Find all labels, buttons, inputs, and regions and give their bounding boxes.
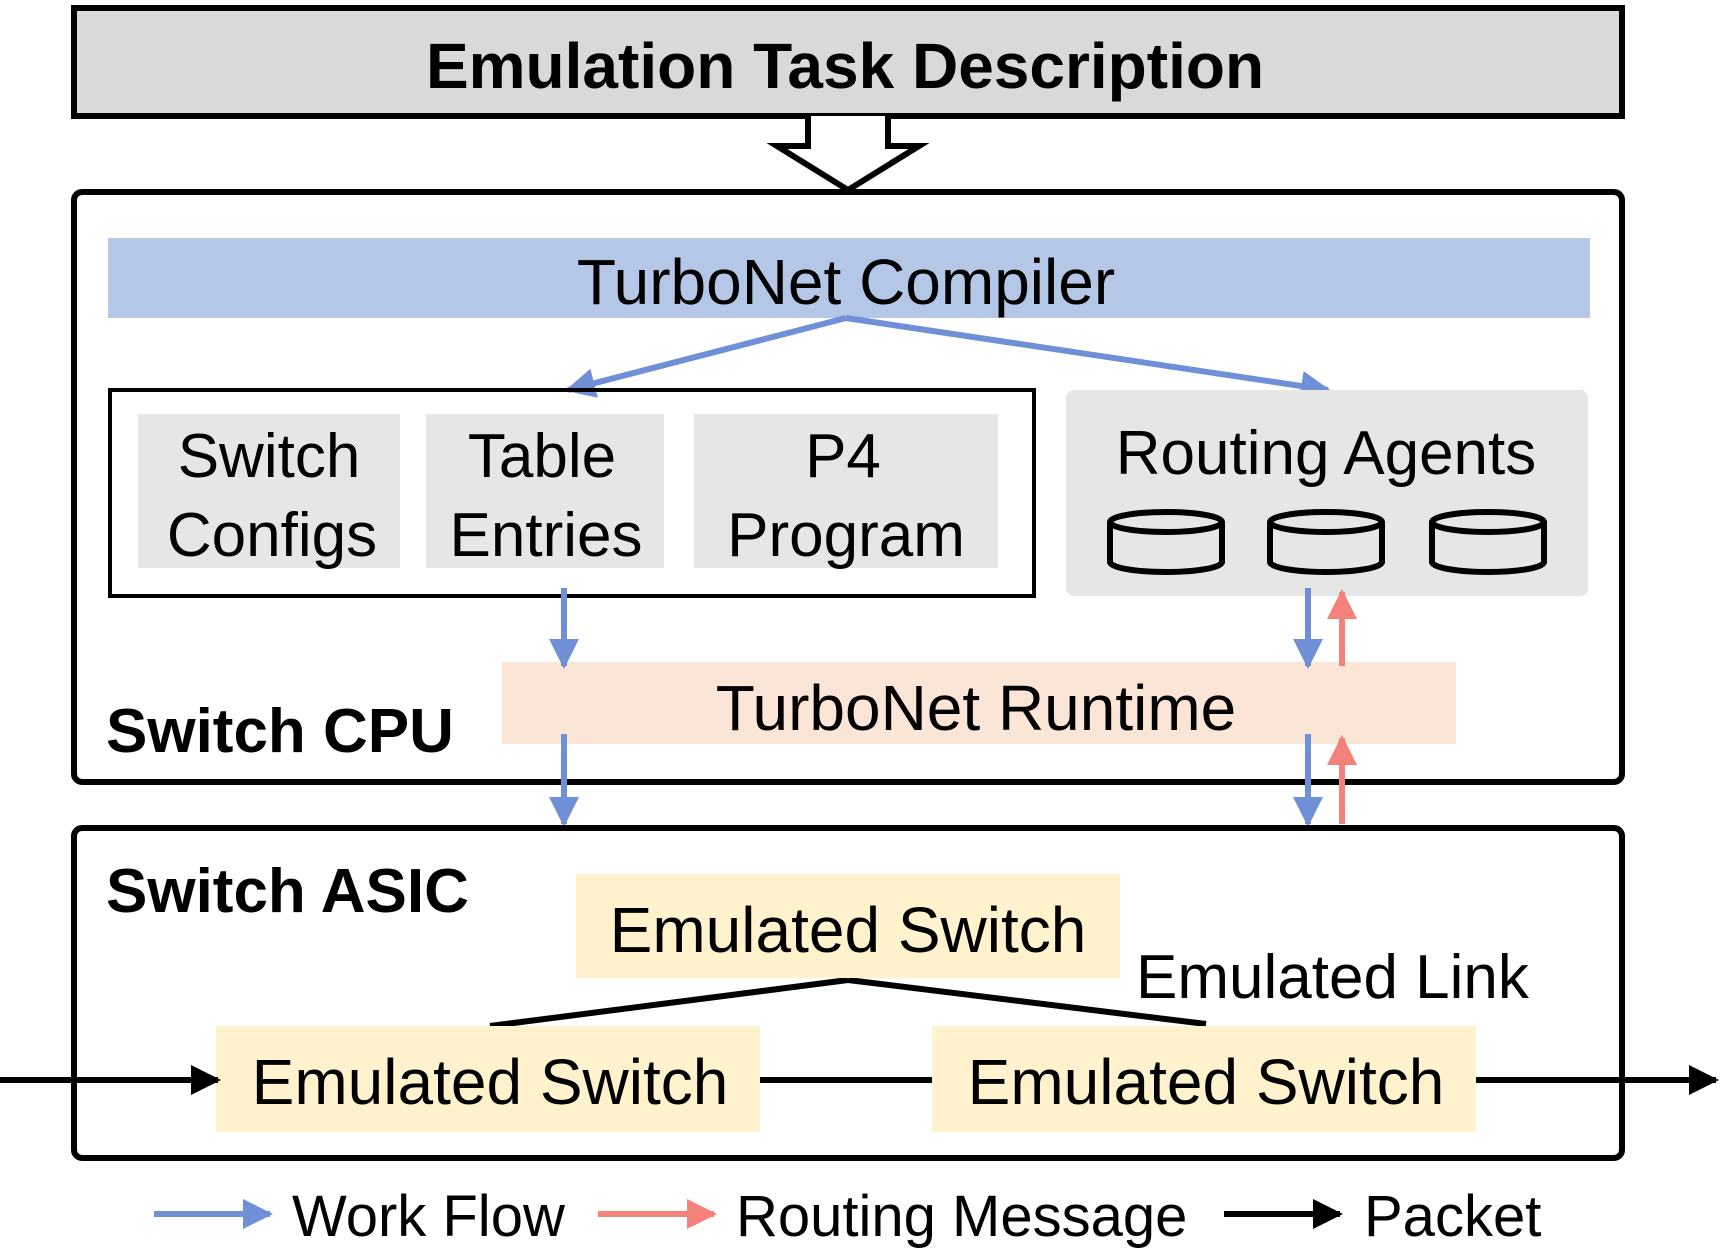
p4-program-item: P4 Program	[694, 414, 998, 570]
p4-program-line1: P4	[805, 422, 881, 491]
table-entries-item: Table Entries	[426, 414, 664, 570]
legend-routing-message-label: Routing Message	[736, 1184, 1187, 1248]
table-entries-line2: Entries	[450, 501, 643, 570]
emulated-switch-top: Emulated Switch	[576, 874, 1120, 978]
turbonet-runtime: TurboNet Runtime	[502, 662, 1456, 744]
routing-agents-box: Routing Agents	[1066, 390, 1588, 596]
agent-cylinder-icon	[1429, 509, 1547, 575]
legend-packet-label: Packet	[1364, 1184, 1541, 1248]
work-flow-arrow-to-routing-agents	[845, 315, 1331, 401]
compiler-label: TurboNet Compiler	[577, 246, 1115, 318]
switch-cpu-label: Switch CPU	[106, 697, 454, 766]
emulated-switch-right: Emulated Switch	[932, 1026, 1476, 1132]
task-description-title: Emulation Task Description	[426, 30, 1264, 102]
work-flow-arrow-to-artifacts	[565, 315, 847, 398]
agent-cylinder-icon	[1267, 509, 1385, 575]
switch-asic-container: Switch ASIC	[71, 825, 1625, 1161]
emulated-switch-right-label: Emulated Switch	[968, 1046, 1445, 1118]
task-description-box: Emulation Task Description	[71, 5, 1625, 119]
legend-work-flow-label: Work Flow	[292, 1184, 566, 1248]
routing-agents-label: Routing Agents	[1116, 419, 1537, 488]
emulated-link-label: Emulated Link	[1136, 943, 1530, 1012]
emulated-switch-left: Emulated Switch	[216, 1026, 760, 1132]
switch-asic-label: Switch ASIC	[106, 857, 469, 926]
emulated-switch-left-label: Emulated Switch	[252, 1046, 729, 1118]
legend: Work Flow Routing Message Packet	[154, 1184, 1541, 1248]
turbonet-compiler: TurboNet Compiler	[108, 238, 1590, 318]
emulated-link-top-right	[847, 977, 1207, 1027]
hollow-down-arrow-icon	[766, 116, 930, 194]
emulated-switch-top-label: Emulated Switch	[610, 894, 1087, 966]
agent-cylinder-icon	[1107, 509, 1225, 575]
compiled-artifacts-box: Switch Configs Table Entries P4 Program	[108, 388, 1036, 598]
runtime-label: TurboNet Runtime	[716, 672, 1237, 744]
switch-cpu-container: Switch CPU	[71, 189, 1625, 785]
table-entries-line1: Table	[468, 422, 616, 491]
emulated-link-top-left	[489, 977, 849, 1029]
switch-configs-line1: Switch	[178, 422, 361, 491]
p4-program-line2: Program	[727, 501, 965, 570]
switch-configs-line2: Configs	[167, 501, 377, 570]
switch-configs-item: Switch Configs	[138, 414, 400, 570]
